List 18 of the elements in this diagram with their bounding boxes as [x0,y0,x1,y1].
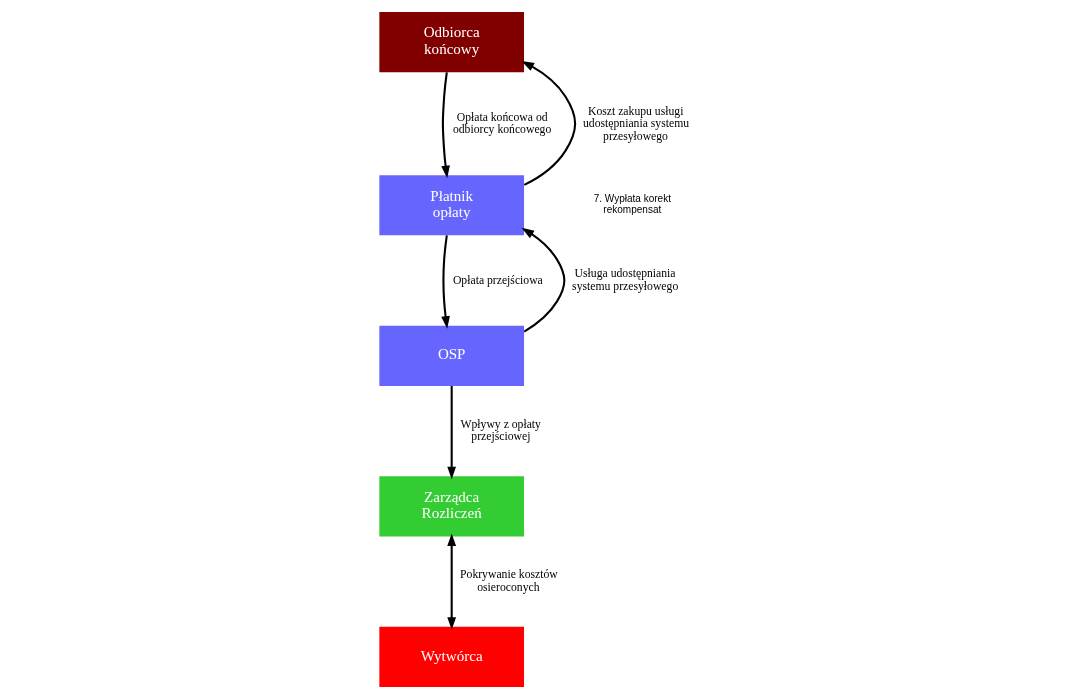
edge-label: Wpływy z opłaty przejściowej [459,417,541,444]
edge-label: Opłata końcowa od odbiorcy końcowego [452,110,551,137]
arrow [446,533,456,630]
edge-label: Usługa udostępniania systemu przesyłowego [571,267,678,293]
arrow [446,386,456,480]
node-box: Zarządca Rozliczeń [378,476,524,537]
arrow [521,61,576,186]
arrow [440,72,450,179]
arrow [521,227,565,333]
node-box: OSP [378,325,524,386]
edge-label: Opłata przejściowa [452,274,543,288]
node-box: Odbiorca końcowy [378,12,524,73]
edge-label: Pokrywanie kosztów osieroconych [459,568,558,594]
node-box: Wytwórca [378,626,524,687]
edge-label: Koszt zakupu usługi udostępniania systemu przesyłowego [582,104,689,143]
arrow [440,235,450,329]
label: 7. Wypłata korekt rekompensat [593,193,671,216]
node-box: Płatnik opłaty [378,175,524,236]
